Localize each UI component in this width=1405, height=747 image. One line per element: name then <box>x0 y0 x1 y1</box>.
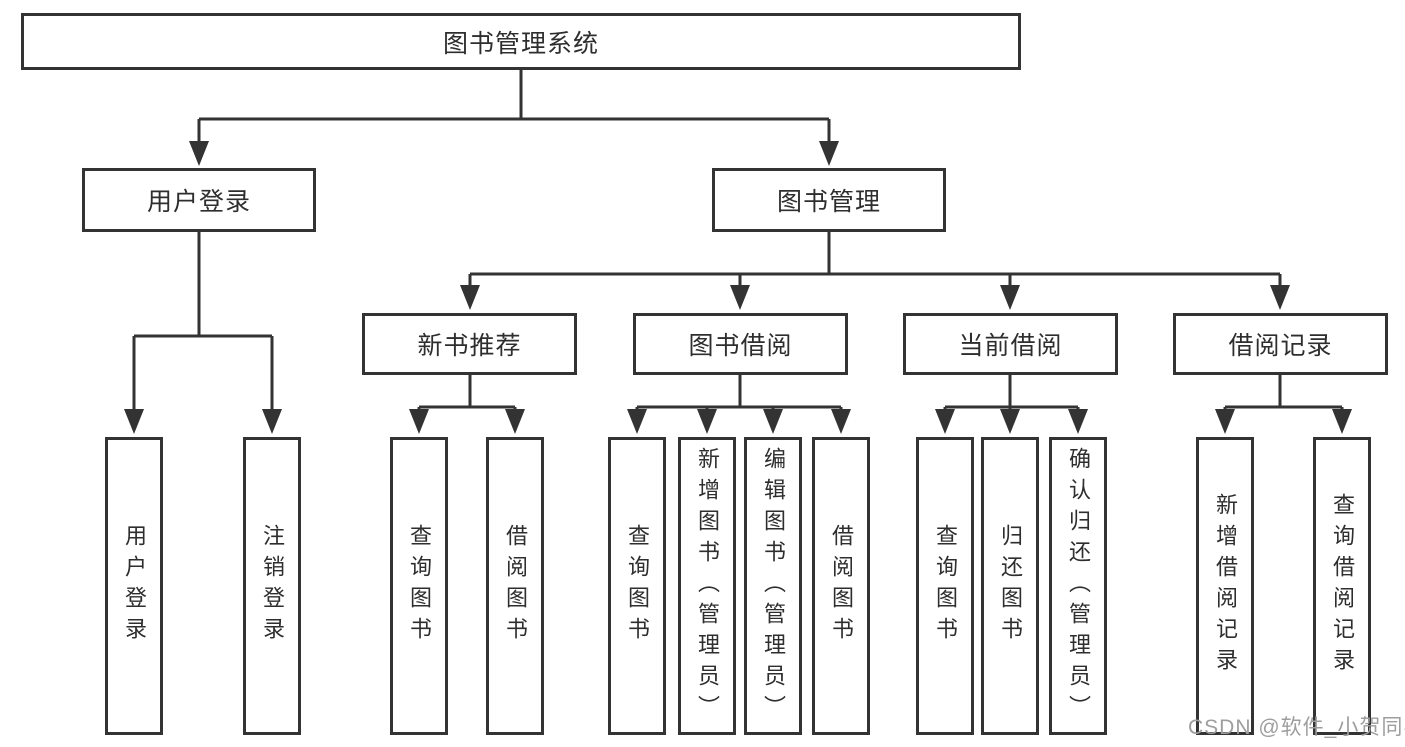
leaf-records-add-record: 新增借阅记录 <box>1196 437 1254 735</box>
leaf-borrow-query-books-label: 查询图书 <box>625 524 650 648</box>
leaf-current-query-books: 查询图书 <box>916 437 974 735</box>
leaf-recommend-borrow-books: 借阅图书 <box>486 437 544 735</box>
node-borrow-records: 借阅记录 <box>1173 313 1388 375</box>
leaf-records-query-record-label: 查询借阅记录 <box>1330 493 1355 679</box>
leaf-records-query-record: 查询借阅记录 <box>1313 437 1371 735</box>
node-book-borrow: 图书借阅 <box>633 313 848 375</box>
leaf-recommend-query-books: 查询图书 <box>390 437 448 735</box>
leaf-current-return-books: 归还图书 <box>981 437 1039 735</box>
node-book-manage-label: 图书管理 <box>776 188 881 216</box>
leaf-borrow-query-books: 查询图书 <box>608 437 666 735</box>
leaf-borrow-borrow-books-label: 借阅图书 <box>829 524 854 648</box>
node-user-login-label: 用户登录 <box>146 188 251 216</box>
node-book-borrow-label: 图书借阅 <box>688 332 793 360</box>
node-borrow-records-label: 借阅记录 <box>1228 332 1333 360</box>
leaf-borrow-add-books-admin: 新增图书（管理员） <box>678 437 736 735</box>
node-current-borrow-label: 当前借阅 <box>958 332 1063 360</box>
leaf-user-login-label: 用户登录 <box>122 524 147 648</box>
node-current-borrow: 当前借阅 <box>903 313 1118 375</box>
leaf-current-query-books-label: 查询图书 <box>933 524 958 648</box>
leaf-borrow-borrow-books: 借阅图书 <box>812 437 870 735</box>
leaf-current-confirm-return-admin-label: 确认归还（管理员） <box>1066 446 1091 726</box>
leaf-current-confirm-return-admin: 确认归还（管理员） <box>1049 437 1107 735</box>
node-new-book-recommend-label: 新书推荐 <box>417 332 522 360</box>
node-book-manage: 图书管理 <box>712 168 946 232</box>
leaf-records-add-record-label: 新增借阅记录 <box>1213 493 1238 679</box>
leaf-logout-label: 注销登录 <box>260 524 285 648</box>
leaf-borrow-edit-books-admin-label: 编辑图书（管理员） <box>761 446 786 726</box>
node-root-system: 图书管理系统 <box>21 13 1021 70</box>
leaf-borrow-edit-books-admin: 编辑图书（管理员） <box>744 437 802 735</box>
node-root-system-label: 图书管理系统 <box>442 29 599 58</box>
leaf-recommend-borrow-books-label: 借阅图书 <box>503 524 528 648</box>
leaf-recommend-query-books-label: 查询图书 <box>407 524 432 648</box>
arrowheads <box>124 141 1352 434</box>
leaf-user-login: 用户登录 <box>105 437 163 735</box>
node-user-login: 用户登录 <box>82 168 316 232</box>
csdn-watermark: CSDN @软件_小贺同学 <box>1188 716 1405 739</box>
node-new-book-recommend: 新书推荐 <box>362 313 577 375</box>
leaf-logout: 注销登录 <box>243 437 301 735</box>
leaf-current-return-books-label: 归还图书 <box>998 524 1023 648</box>
leaf-borrow-add-books-admin-label: 新增图书（管理员） <box>695 446 720 726</box>
